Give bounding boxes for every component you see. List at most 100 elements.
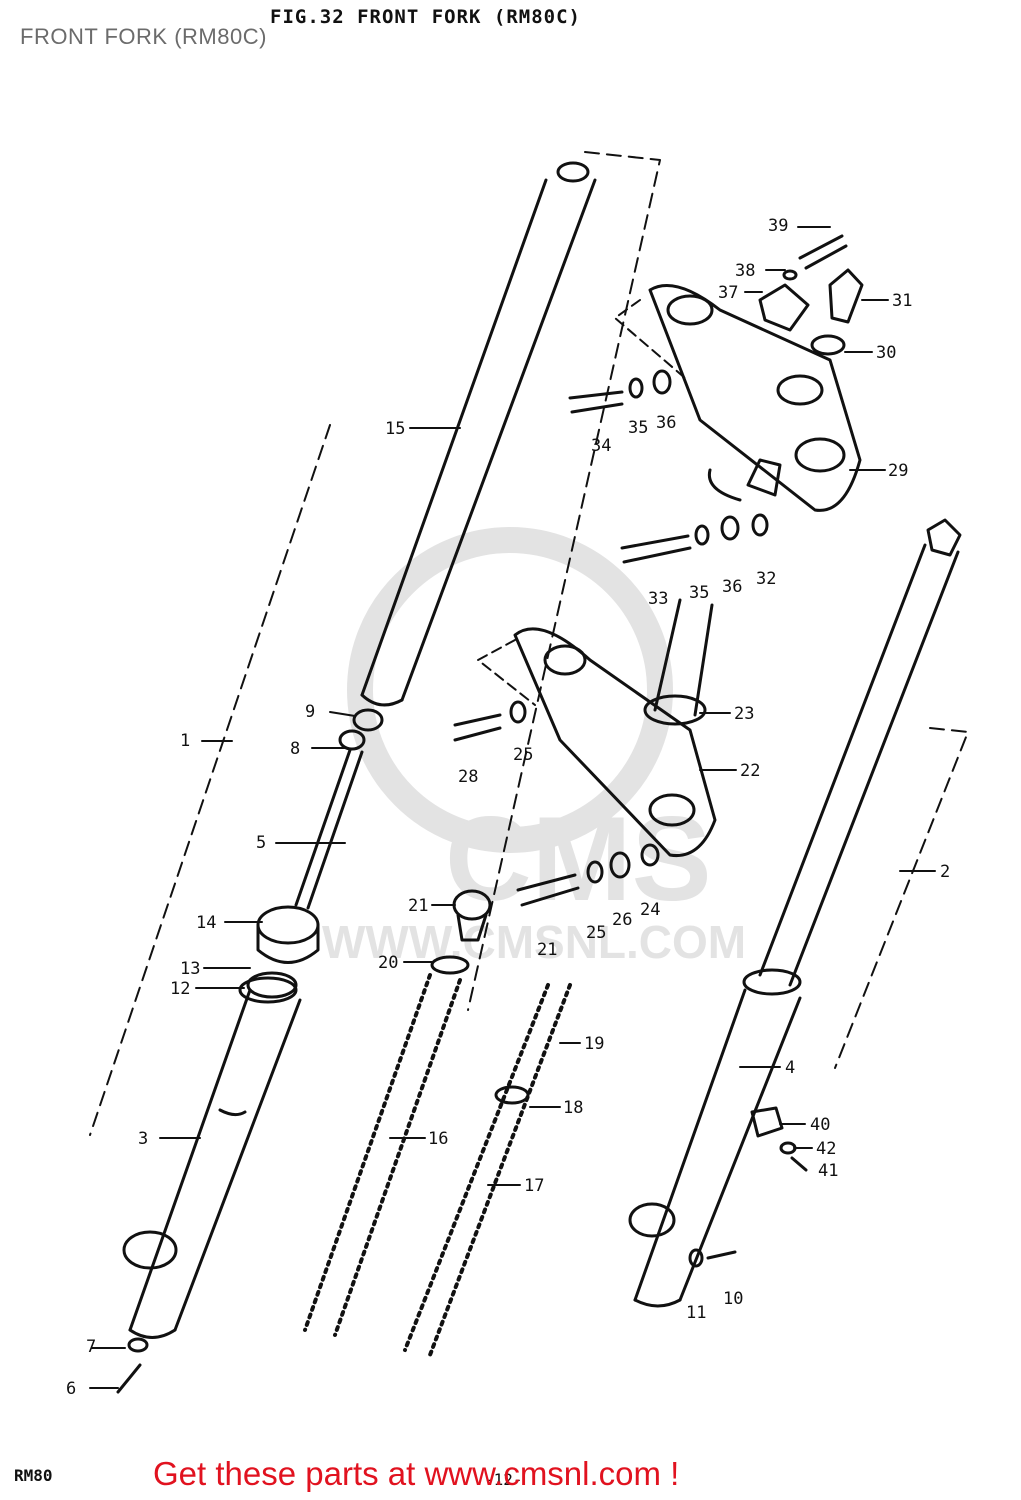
callout-29: 29 — [888, 461, 908, 481]
callout-17: 17 — [524, 1176, 544, 1196]
washer-30 — [810, 334, 846, 356]
callout-9: 9 — [305, 702, 315, 722]
callout-32: 32 — [756, 569, 776, 589]
callout-8: 8 — [290, 739, 300, 759]
left-inner-tube — [360, 161, 597, 707]
assembly-line-left — [89, 424, 331, 1136]
clamp-bolt-28 — [453, 713, 502, 742]
washer-42 — [779, 1141, 797, 1155]
watermark-brand: CMS — [445, 792, 712, 926]
callout-3: 3 — [138, 1129, 148, 1149]
washer-24 — [640, 843, 660, 867]
callout-26: 26 — [612, 910, 632, 930]
washer-25b — [586, 860, 604, 884]
spring-seat — [430, 955, 470, 975]
fork-spring-right — [403, 983, 572, 1357]
parts-link[interactable]: Get these parts at www.cmsnl.com ! — [153, 1455, 680, 1492]
callout-2: 2 — [940, 862, 950, 882]
lower-bracket — [513, 598, 717, 858]
callout-11: 11 — [686, 1303, 706, 1323]
right-outer-tube — [628, 968, 802, 1308]
callout-36b: 36 — [722, 577, 742, 597]
callout-34: 34 — [591, 436, 611, 456]
callout-4: 4 — [785, 1058, 795, 1078]
page-number: -12- — [484, 1470, 523, 1489]
washer-35b — [694, 524, 710, 546]
callout-15: 15 — [385, 419, 405, 439]
callout-40: 40 — [810, 1115, 830, 1135]
right-inner-tube — [758, 518, 962, 987]
callout-20: 20 — [378, 953, 398, 973]
dust-seal — [256, 923, 320, 964]
callout-23: 23 — [734, 704, 754, 724]
callout-33: 33 — [648, 589, 668, 609]
callout-36: 36 — [656, 413, 676, 433]
callout-35b: 35 — [689, 583, 709, 603]
callout-labels: 1 2 3 4 5 6 7 8 9 10 11 12 13 14 15 16 1… — [66, 216, 950, 1399]
callout-18: 18 — [563, 1098, 583, 1118]
callout-1: 1 — [180, 731, 190, 751]
washer-25 — [509, 700, 527, 724]
washer-32 — [751, 513, 769, 537]
callout-25b: 25 — [586, 923, 606, 943]
callout-10: 10 — [723, 1289, 743, 1309]
callout-35: 35 — [628, 418, 648, 438]
washer-7 — [127, 1337, 149, 1353]
callout-7: 7 — [86, 1337, 96, 1357]
steering-stem-nut — [746, 458, 782, 497]
spacer-washer — [494, 1085, 530, 1105]
callout-38: 38 — [735, 261, 755, 281]
callout-30: 30 — [876, 343, 896, 363]
callout-5: 5 — [256, 833, 266, 853]
callout-24: 24 — [640, 900, 660, 920]
handlebar-clamp-37 — [758, 283, 810, 332]
callout-13: 13 — [180, 959, 200, 979]
washer-26 — [609, 851, 631, 879]
stem-nut-31 — [828, 268, 864, 324]
callout-37: 37 — [718, 283, 738, 303]
callout-21b: 21 — [537, 940, 557, 960]
assembly-line-right — [834, 727, 969, 1069]
callout-14: 14 — [196, 913, 216, 933]
assembly-line-upper — [614, 299, 686, 379]
callout-39: 39 — [768, 216, 788, 236]
oil-seal — [256, 905, 320, 945]
watermark-url: WWW.CMSNL.COM — [322, 916, 746, 968]
callout-12: 12 — [170, 979, 190, 999]
callout-21: 21 — [408, 896, 428, 916]
assembly-line-lower — [477, 639, 536, 706]
clamp-bolt-27 — [516, 873, 580, 907]
washer-35 — [628, 377, 644, 399]
leader-lines — [89, 226, 936, 1389]
air-valve-40 — [750, 1106, 784, 1138]
callout-22: 22 — [740, 761, 760, 781]
left-outer-tube — [122, 976, 302, 1339]
callout-25: 25 — [513, 745, 533, 765]
assembly-line-top — [467, 151, 661, 1011]
callout-28: 28 — [458, 767, 478, 787]
fork-spring-left — [303, 973, 462, 1337]
axle-bolt-6 — [116, 1363, 142, 1394]
callout-41: 41 — [818, 1161, 838, 1181]
upper-bracket — [648, 284, 862, 512]
drain-screw-10 — [706, 1250, 737, 1260]
model-tag: RM80 — [14, 1466, 53, 1485]
callout-31: 31 — [892, 291, 912, 311]
callout-42: 42 — [816, 1139, 836, 1159]
washer-11 — [688, 1248, 704, 1268]
page-title: FRONT FORK (RM80C) — [20, 24, 267, 49]
screw-41 — [790, 1156, 808, 1172]
washer-36b — [720, 515, 740, 541]
damper-rod — [294, 708, 384, 910]
washer-38 — [782, 269, 798, 281]
callout-16: 16 — [428, 1129, 448, 1149]
clamp-bolt-39 — [798, 234, 848, 270]
callout-19: 19 — [584, 1034, 604, 1054]
clamp-bolt-34 — [568, 390, 624, 414]
washer-36 — [652, 369, 672, 395]
callout-6: 6 — [66, 1379, 76, 1399]
clamp-bolt-33 — [620, 534, 692, 564]
spacer-ring — [246, 971, 298, 999]
figure-title: FIG.32 FRONT FORK (RM80C) — [270, 6, 581, 28]
